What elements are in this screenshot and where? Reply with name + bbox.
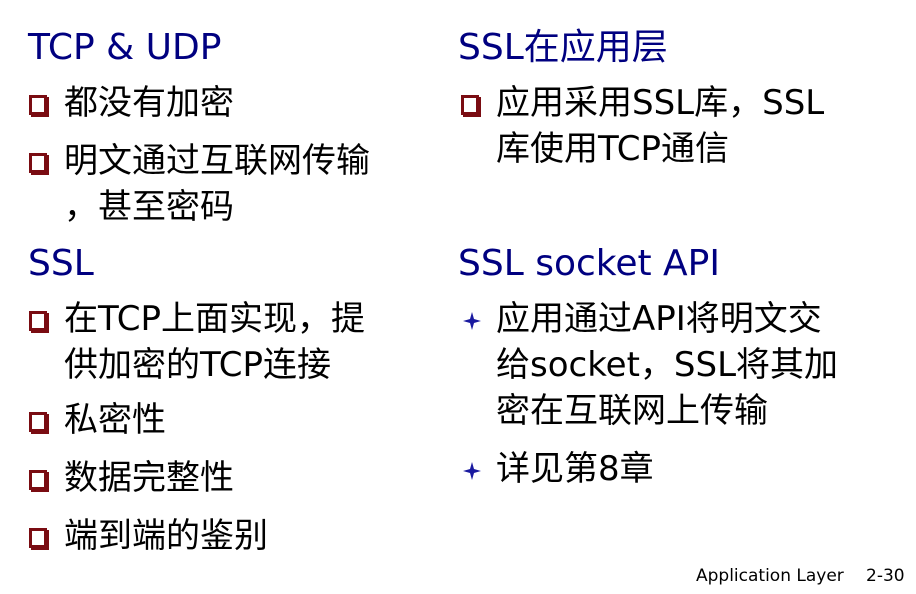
bullet-authentication: 端到端的鉴别 xyxy=(64,516,268,556)
bullet-plaintext: 明文通过互联网传输 ，甚至密码 xyxy=(64,141,370,227)
square-bullet-icon xyxy=(29,412,47,432)
heading-ssl: SSL xyxy=(28,243,94,284)
bullet-integrity: 数据完整性 xyxy=(64,458,234,498)
bullet-no-encryption: 都没有加密 xyxy=(64,83,234,123)
bullet-privacy: 私密性 xyxy=(64,400,166,440)
heading-ssl-socket-api: SSL socket API xyxy=(458,243,721,284)
diamond-bullet-icon xyxy=(463,462,481,480)
square-bullet-icon xyxy=(29,528,47,548)
square-bullet-icon xyxy=(29,311,47,331)
square-bullet-icon xyxy=(461,95,479,115)
bullet-ssl-over-tcp: 在TCP上面实现，提 供加密的TCP连接 xyxy=(64,299,366,385)
square-bullet-icon xyxy=(29,153,47,173)
footer-label: Application Layer xyxy=(696,566,844,586)
square-bullet-icon xyxy=(29,95,47,115)
square-bullet-icon xyxy=(29,470,47,490)
bullet-see-chapter: 详见第8章 xyxy=(496,449,654,489)
heading-tcp-udp: TCP & UDP xyxy=(28,27,222,68)
diamond-bullet-icon xyxy=(463,312,481,330)
bullet-ssl-library: 应用采用SSL库，SSL 库使用TCP通信 xyxy=(496,83,825,169)
bullet-socket-api: 应用通过API将明文交 给socket，SSL将其加 密在互联网上传输 xyxy=(496,299,839,431)
heading-ssl-app-layer: SSL在应用层 xyxy=(458,27,668,68)
page-number: 2-30 xyxy=(866,566,905,586)
